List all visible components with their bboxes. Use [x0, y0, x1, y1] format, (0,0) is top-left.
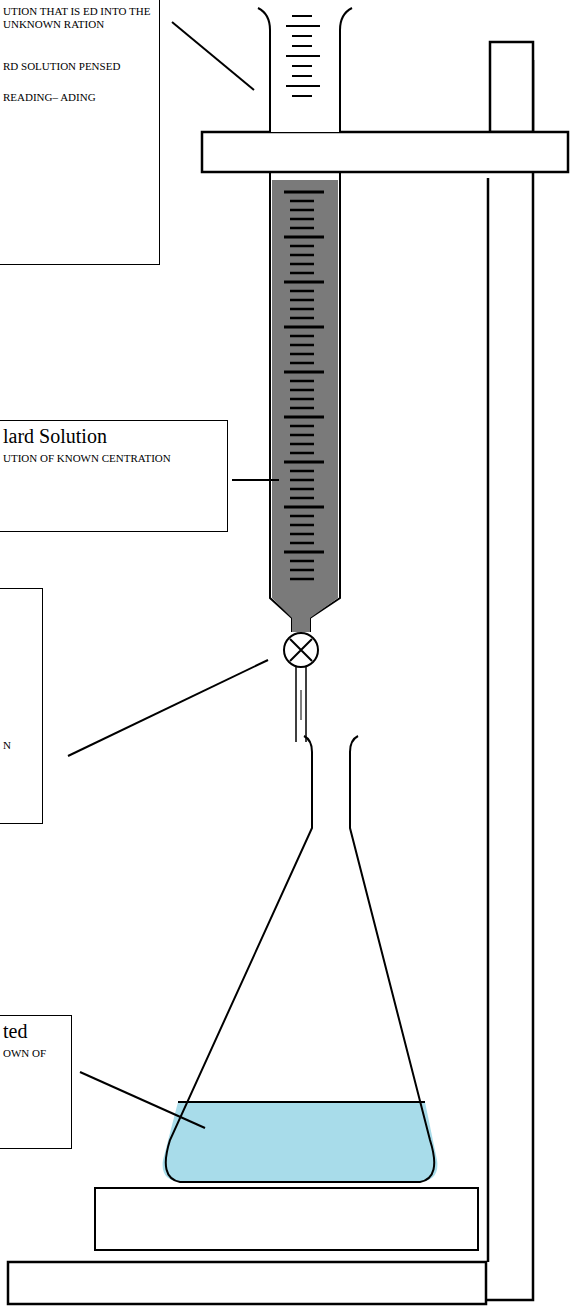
callout-box: lard SolutionUTION OF KNOWN CENTRATION	[0, 420, 228, 532]
callout-text: N	[3, 739, 38, 752]
callout-text: RD SOLUTION PENSED	[3, 60, 153, 73]
clamp-gap	[270, 128, 340, 132]
callout-heading: ted	[3, 1020, 67, 1043]
stand-rod	[486, 60, 533, 1300]
graduation	[290, 362, 314, 365]
graduation	[284, 191, 324, 194]
flask-liquid	[163, 1102, 438, 1182]
graduation	[290, 335, 314, 338]
burette-wall	[339, 100, 341, 132]
graduation	[290, 263, 314, 266]
callout-heading: lard Solution	[3, 425, 221, 448]
callout-box: UTION THAT IS ED INTO THE UNKNOWN RATION…	[0, 0, 160, 265]
graduation	[290, 425, 314, 428]
graduation	[284, 236, 324, 239]
graduation	[290, 569, 314, 572]
graduation	[290, 398, 314, 401]
liquid-surface	[178, 1101, 425, 1103]
erlenmeyer-flask	[166, 736, 434, 1182]
callout-text: OWN OF	[3, 1047, 67, 1060]
graduation	[284, 506, 324, 509]
graduation	[292, 35, 312, 37]
graduation	[290, 515, 314, 518]
graduation	[290, 479, 314, 482]
leader-line	[172, 22, 254, 90]
stopcock	[284, 633, 318, 667]
graduation	[290, 497, 314, 500]
stopcock-handle	[290, 639, 312, 661]
graduation	[284, 416, 324, 419]
graduation	[290, 488, 314, 491]
graduation	[284, 371, 324, 374]
graduation	[290, 389, 314, 392]
graduation	[290, 443, 314, 446]
graduation	[290, 380, 314, 383]
callout-box: tedOWN OF	[0, 1015, 72, 1149]
burette-tip-fill	[272, 598, 338, 618]
graduation	[284, 461, 324, 464]
leader-line	[80, 1072, 205, 1128]
graduation	[292, 65, 312, 67]
graduation	[292, 45, 312, 47]
delivery-tube	[296, 667, 306, 742]
leader-line	[68, 660, 268, 756]
graduation	[290, 524, 314, 527]
graduation	[290, 272, 314, 275]
leader-line	[232, 479, 279, 481]
callout-text: UTION OF KNOWN CENTRATION	[3, 452, 221, 465]
graduation	[292, 75, 312, 77]
callout-text: UTION THAT IS ED INTO THE UNKNOWN RATION	[3, 5, 153, 30]
burette-wall	[269, 100, 271, 132]
graduation	[290, 470, 314, 473]
callout-box: N	[0, 588, 43, 824]
graduation	[290, 578, 314, 581]
graduation	[290, 344, 314, 347]
graduation	[290, 560, 314, 563]
graduation	[290, 452, 314, 455]
stand-base	[8, 1262, 486, 1304]
graduation	[290, 317, 314, 320]
graduation	[290, 407, 314, 410]
graduation	[290, 533, 314, 536]
graduation	[286, 85, 320, 87]
graduation	[290, 254, 314, 257]
graduation	[284, 326, 324, 329]
rod-top	[490, 42, 533, 132]
callout-text: READING– ADING	[3, 91, 153, 104]
burette	[258, 8, 352, 632]
graduation	[290, 218, 314, 221]
graduation	[292, 15, 312, 17]
burette-clamp	[202, 132, 568, 172]
flask-platform	[95, 1188, 478, 1250]
graduation	[290, 353, 314, 356]
graduation	[290, 308, 314, 311]
graduation	[290, 299, 314, 302]
drip	[301, 690, 302, 720]
graduation	[290, 209, 314, 212]
graduation	[286, 25, 320, 27]
graduation	[290, 290, 314, 293]
graduation	[290, 542, 314, 545]
burette-solution	[272, 180, 338, 598]
graduation	[290, 200, 314, 203]
graduation	[290, 227, 314, 230]
graduation	[284, 281, 324, 284]
burette-graduations	[284, 16, 324, 579]
graduation	[290, 434, 314, 437]
graduation	[290, 245, 314, 248]
graduation	[292, 95, 312, 97]
graduation	[286, 55, 320, 57]
burette-tip-fill2	[292, 618, 310, 632]
graduation	[284, 551, 324, 554]
